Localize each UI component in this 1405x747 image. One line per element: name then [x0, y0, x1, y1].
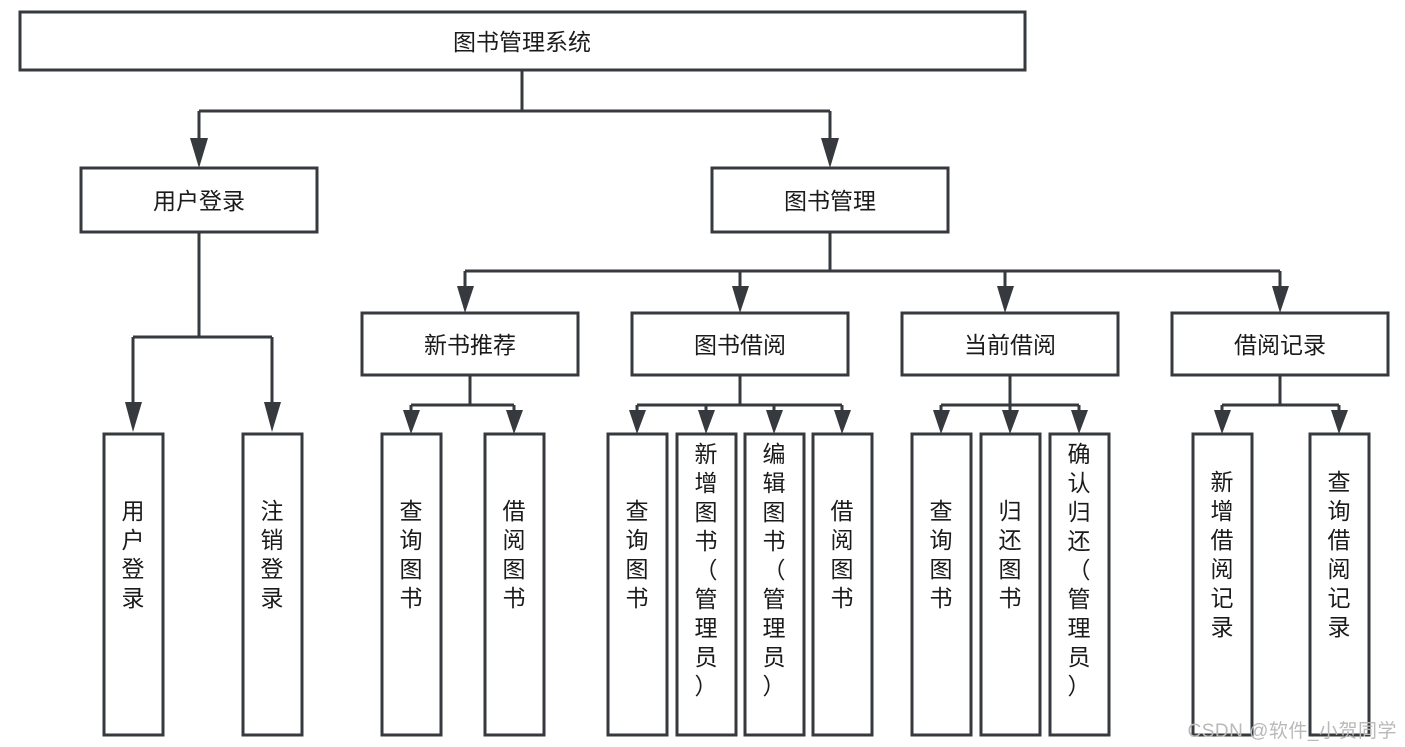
- leaf-node[interactable]: 查询图书: [910, 432, 973, 737]
- node-root-box[interactable]: [18, 10, 1027, 72]
- node-book-manage[interactable]: 图书管理: [710, 166, 950, 234]
- leaf-nbr-borrow-book-label: 借阅图书: [503, 498, 526, 611]
- node-new-book-recommend-box[interactable]: [360, 311, 580, 377]
- node-book-borrow-label: 图书借阅: [694, 332, 786, 358]
- leaf-node[interactable]: 查询借阅记录: [1308, 432, 1371, 737]
- leaf-cb-return-book-box[interactable]: [979, 432, 1042, 737]
- node-user-login-label: 用户登录: [153, 188, 245, 214]
- leaf-node[interactable]: 新增借阅记录: [1191, 432, 1254, 737]
- node-user-login[interactable]: 用户登录: [79, 166, 319, 234]
- leaf-nbr-borrow-book-box[interactable]: [483, 432, 546, 737]
- arrowhead-cb-leaf-1: [933, 410, 950, 434]
- arrowhead-bb-leaf-1: [629, 410, 646, 434]
- leaf-logout-box[interactable]: [241, 432, 304, 737]
- leaf-cb-query-book-label: 查询图书: [930, 498, 953, 611]
- arrowhead-borrow-record: [1272, 286, 1289, 313]
- arrowhead-br-leaf-1: [1214, 410, 1231, 434]
- node-borrow-record[interactable]: 借阅记录: [1170, 311, 1390, 377]
- leaf-bb-borrow-book-label: 借阅图书: [831, 498, 854, 611]
- node-book-manage-box[interactable]: [710, 166, 950, 234]
- leaf-user-login-box[interactable]: [102, 432, 165, 737]
- arrowhead-nbr-leaf-1: [403, 410, 420, 434]
- leaf-cb-query-book-box[interactable]: [910, 432, 973, 737]
- arrowhead-new-book-rec: [457, 286, 474, 313]
- node-book-borrow-box[interactable]: [630, 311, 850, 377]
- leaf-node[interactable]: 归还图书: [979, 432, 1042, 737]
- arrowhead-nbr-leaf-2: [506, 410, 523, 434]
- leaf-logout-label: 注销登录: [261, 498, 284, 611]
- leaf-bb-query-book-box[interactable]: [606, 432, 669, 737]
- leaf-bb-add-book-box[interactable]: [675, 432, 738, 737]
- leaf-bb-query-book-label: 查询图书: [626, 498, 649, 611]
- node-user-login-box[interactable]: [79, 166, 319, 234]
- arrowhead-cb-leaf-3: [1071, 410, 1088, 434]
- node-new-book-recommend[interactable]: 新书推荐: [360, 311, 580, 377]
- node-borrow-record-box[interactable]: [1170, 311, 1390, 377]
- leaf-bb-add-book-label: 新增图书（管理员）: [695, 441, 718, 699]
- arrowhead-cb-leaf-2: [1002, 410, 1019, 434]
- leaf-node[interactable]: 确认归还（管理员）: [1048, 432, 1111, 737]
- leaf-node[interactable]: 借阅图书: [811, 432, 874, 737]
- node-current-borrow-label: 当前借阅: [964, 332, 1056, 358]
- leaf-bb-edit-book-label: 编辑图书（管理员）: [763, 441, 786, 699]
- leaf-bb-borrow-book-box[interactable]: [811, 432, 874, 737]
- leaf-user-login-label: 用户登录: [122, 498, 145, 611]
- leaf-br-query-record-label: 查询借阅记录: [1328, 469, 1351, 640]
- arrowhead-user-login: [190, 138, 208, 168]
- leaf-br-query-record-box[interactable]: [1308, 432, 1371, 737]
- node-root[interactable]: 图书管理系统: [18, 10, 1027, 72]
- node-current-borrow-box[interactable]: [900, 311, 1120, 377]
- node-current-borrow[interactable]: 当前借阅: [900, 311, 1120, 377]
- arrowhead-leaf-user-login: [125, 402, 142, 432]
- connector-layer: [125, 70, 1348, 434]
- leaf-node[interactable]: 借阅图书: [483, 432, 546, 737]
- leaf-node[interactable]: 查询图书: [606, 432, 669, 737]
- leaf-cb-return-book-label: 归还图书: [999, 498, 1022, 611]
- leaf-cb-confirm-return-label: 确认归还（管理员）: [1068, 441, 1091, 699]
- leaf-cb-confirm-return-box[interactable]: [1048, 432, 1111, 737]
- node-book-manage-label: 图书管理: [784, 188, 876, 214]
- leaf-node[interactable]: 新增图书（管理员）: [675, 432, 738, 737]
- arrowhead-br-leaf-2: [1331, 410, 1348, 434]
- leaf-br-add-record-box[interactable]: [1191, 432, 1254, 737]
- leaf-bb-edit-book-box[interactable]: [743, 432, 806, 737]
- arrowhead-bb-leaf-2: [698, 410, 715, 434]
- leaf-nbr-query-book-box[interactable]: [380, 432, 443, 737]
- arrowhead-book-borrow: [732, 286, 749, 313]
- arrowhead-book-manage: [821, 138, 839, 168]
- leaf-nbr-query-book-label: 查询图书: [400, 498, 423, 611]
- leaf-node[interactable]: 查询图书: [380, 432, 443, 737]
- node-root-label: 图书管理系统: [453, 29, 591, 55]
- leaf-br-add-record-label: 新增借阅记录: [1211, 469, 1234, 640]
- arrowhead-bb-leaf-4: [834, 410, 851, 434]
- arrowhead-current-borrow: [997, 286, 1014, 313]
- node-borrow-record-label: 借阅记录: [1234, 332, 1326, 358]
- arrowhead-leaf-logout: [264, 402, 281, 432]
- leaf-node[interactable]: 注销登录: [241, 432, 304, 737]
- leaf-node[interactable]: 编辑图书（管理员）: [743, 432, 806, 737]
- arrowhead-bb-leaf-3: [766, 410, 783, 434]
- leaf-node[interactable]: 用户登录: [102, 432, 165, 737]
- node-book-borrow[interactable]: 图书借阅: [630, 311, 850, 377]
- node-new-book-recommend-label: 新书推荐: [424, 332, 516, 358]
